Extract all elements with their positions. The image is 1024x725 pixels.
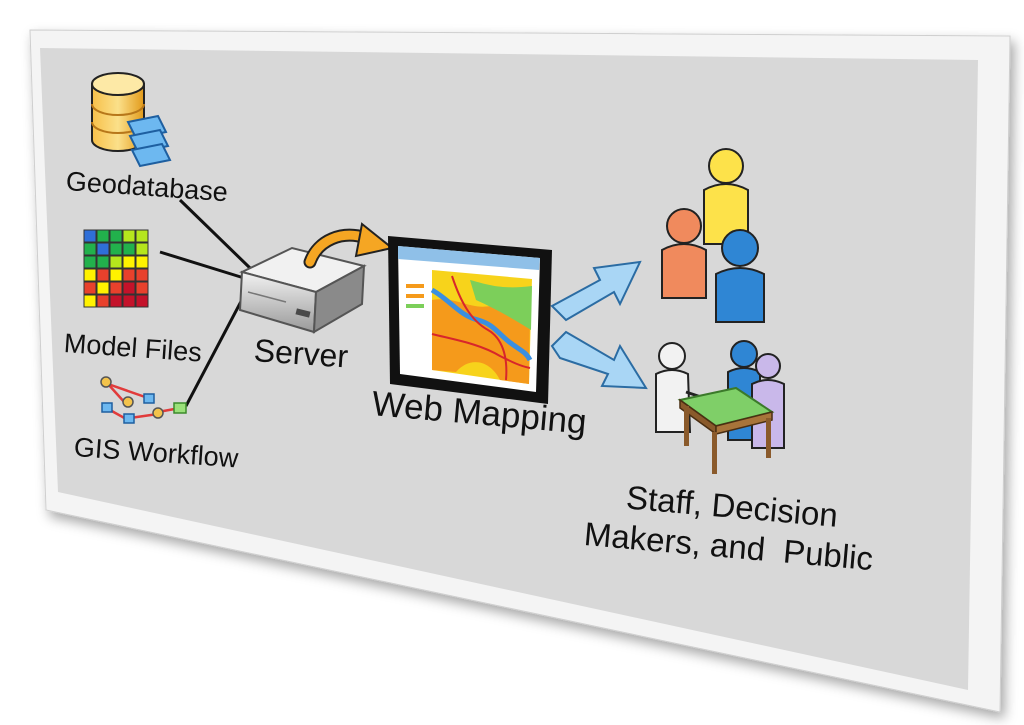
arrow-to-meeting-icon — [550, 330, 648, 390]
connector-geodatabase-server — [178, 198, 252, 270]
people-group-icon — [661, 148, 765, 323]
connector-workflow-server — [184, 291, 248, 407]
server-icon — [238, 246, 367, 334]
person-blue-icon — [715, 229, 765, 323]
label-server: Server — [252, 332, 350, 375]
web-map-screen-icon — [388, 236, 552, 404]
person-orange-icon — [661, 208, 707, 299]
workflow-model-icon — [100, 376, 187, 424]
curved-arrow-icon — [303, 222, 395, 269]
grid-raster-icon — [83, 229, 149, 308]
database-icon — [91, 72, 172, 168]
arrow-to-users-icon — [550, 260, 642, 322]
meeting-table-icon — [655, 340, 785, 474]
person-gray-icon — [655, 342, 705, 433]
connector-modelfiles-server — [159, 250, 245, 280]
